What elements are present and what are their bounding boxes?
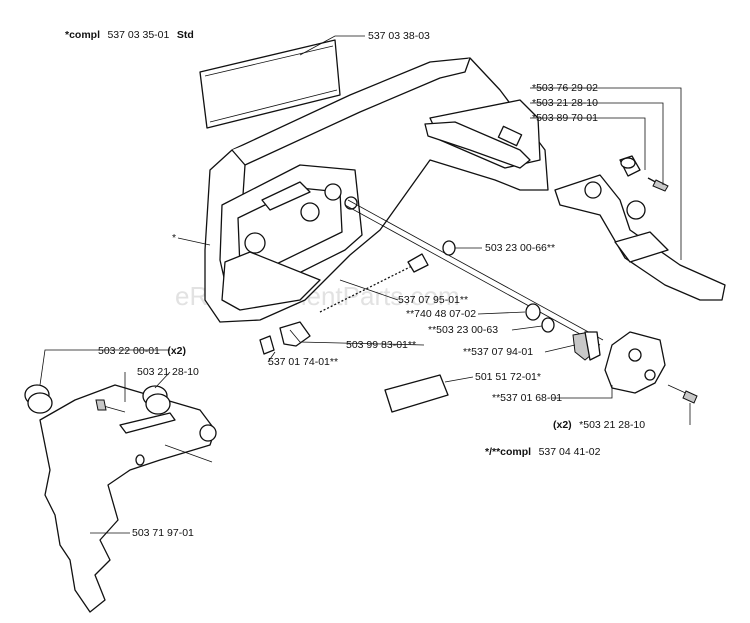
label-537-01-68-01: **537 01 68-01: [492, 392, 562, 404]
chain-brake-cover: [204, 57, 549, 323]
bushing-pair: [24, 384, 171, 415]
label-cover-glass: 537 03 38-03: [368, 30, 430, 42]
plug-7401: [259, 321, 311, 355]
screw-2810-x2: [667, 384, 698, 404]
cover-glass: [199, 39, 341, 129]
side-plate-6801: [604, 331, 666, 394]
label-star: *: [172, 232, 176, 244]
o-ring-740: [525, 303, 541, 321]
label-503-21-28-10-left: 503 21 28-10: [137, 366, 199, 378]
label-537-01-74-01: 537 01 74-01**: [268, 356, 338, 368]
label-537-07-94-01: **537 07 94-01: [463, 346, 533, 358]
label-740-48-07-02: **740 48 07-02: [406, 308, 476, 320]
label-501-51-72-01: 501 51 72-01*: [475, 371, 541, 383]
brake-spring: [319, 253, 429, 313]
label-537-07-95-01: 537 07 95-01**: [398, 294, 468, 306]
cover-7201: [384, 374, 449, 413]
label-503-89-70-01: *503 89 70-01: [532, 112, 598, 124]
screw-2810-handguard: [95, 399, 126, 413]
label-503-22-00-01: 503 22 00-01 (x2): [98, 341, 186, 358]
label-x2-503-21-28-10: (x2) *503 21 28-10: [553, 415, 645, 432]
label-503-23-00-63: **503 23 00-63: [428, 324, 498, 336]
brake-part-9401: [572, 331, 601, 361]
leader-lines: [39, 35, 691, 534]
chain-catcher-bracket: [554, 174, 726, 301]
washer-6600: [442, 240, 456, 256]
label-503-76-29-02: *503 76 29-02: [532, 82, 598, 94]
hand-guard: [39, 384, 217, 613]
label-compl-std: *compl 537 03 35-01 Std: [65, 25, 194, 42]
label-503-71-97-01: 503 71 97-01: [132, 527, 194, 539]
label-503-99-83-01: 503 99 83-01**: [346, 339, 416, 351]
label-503-23-00-66: 503 23 00-66**: [485, 242, 555, 254]
label-compl-537-04-41-02: */**compl 537 04 41-02: [485, 442, 601, 459]
label-503-21-28-10-top: *503 21 28-10: [532, 97, 598, 109]
washer-6300: [541, 317, 555, 333]
brake-rod: [344, 199, 604, 346]
bushing-screw-set: [619, 155, 669, 192]
